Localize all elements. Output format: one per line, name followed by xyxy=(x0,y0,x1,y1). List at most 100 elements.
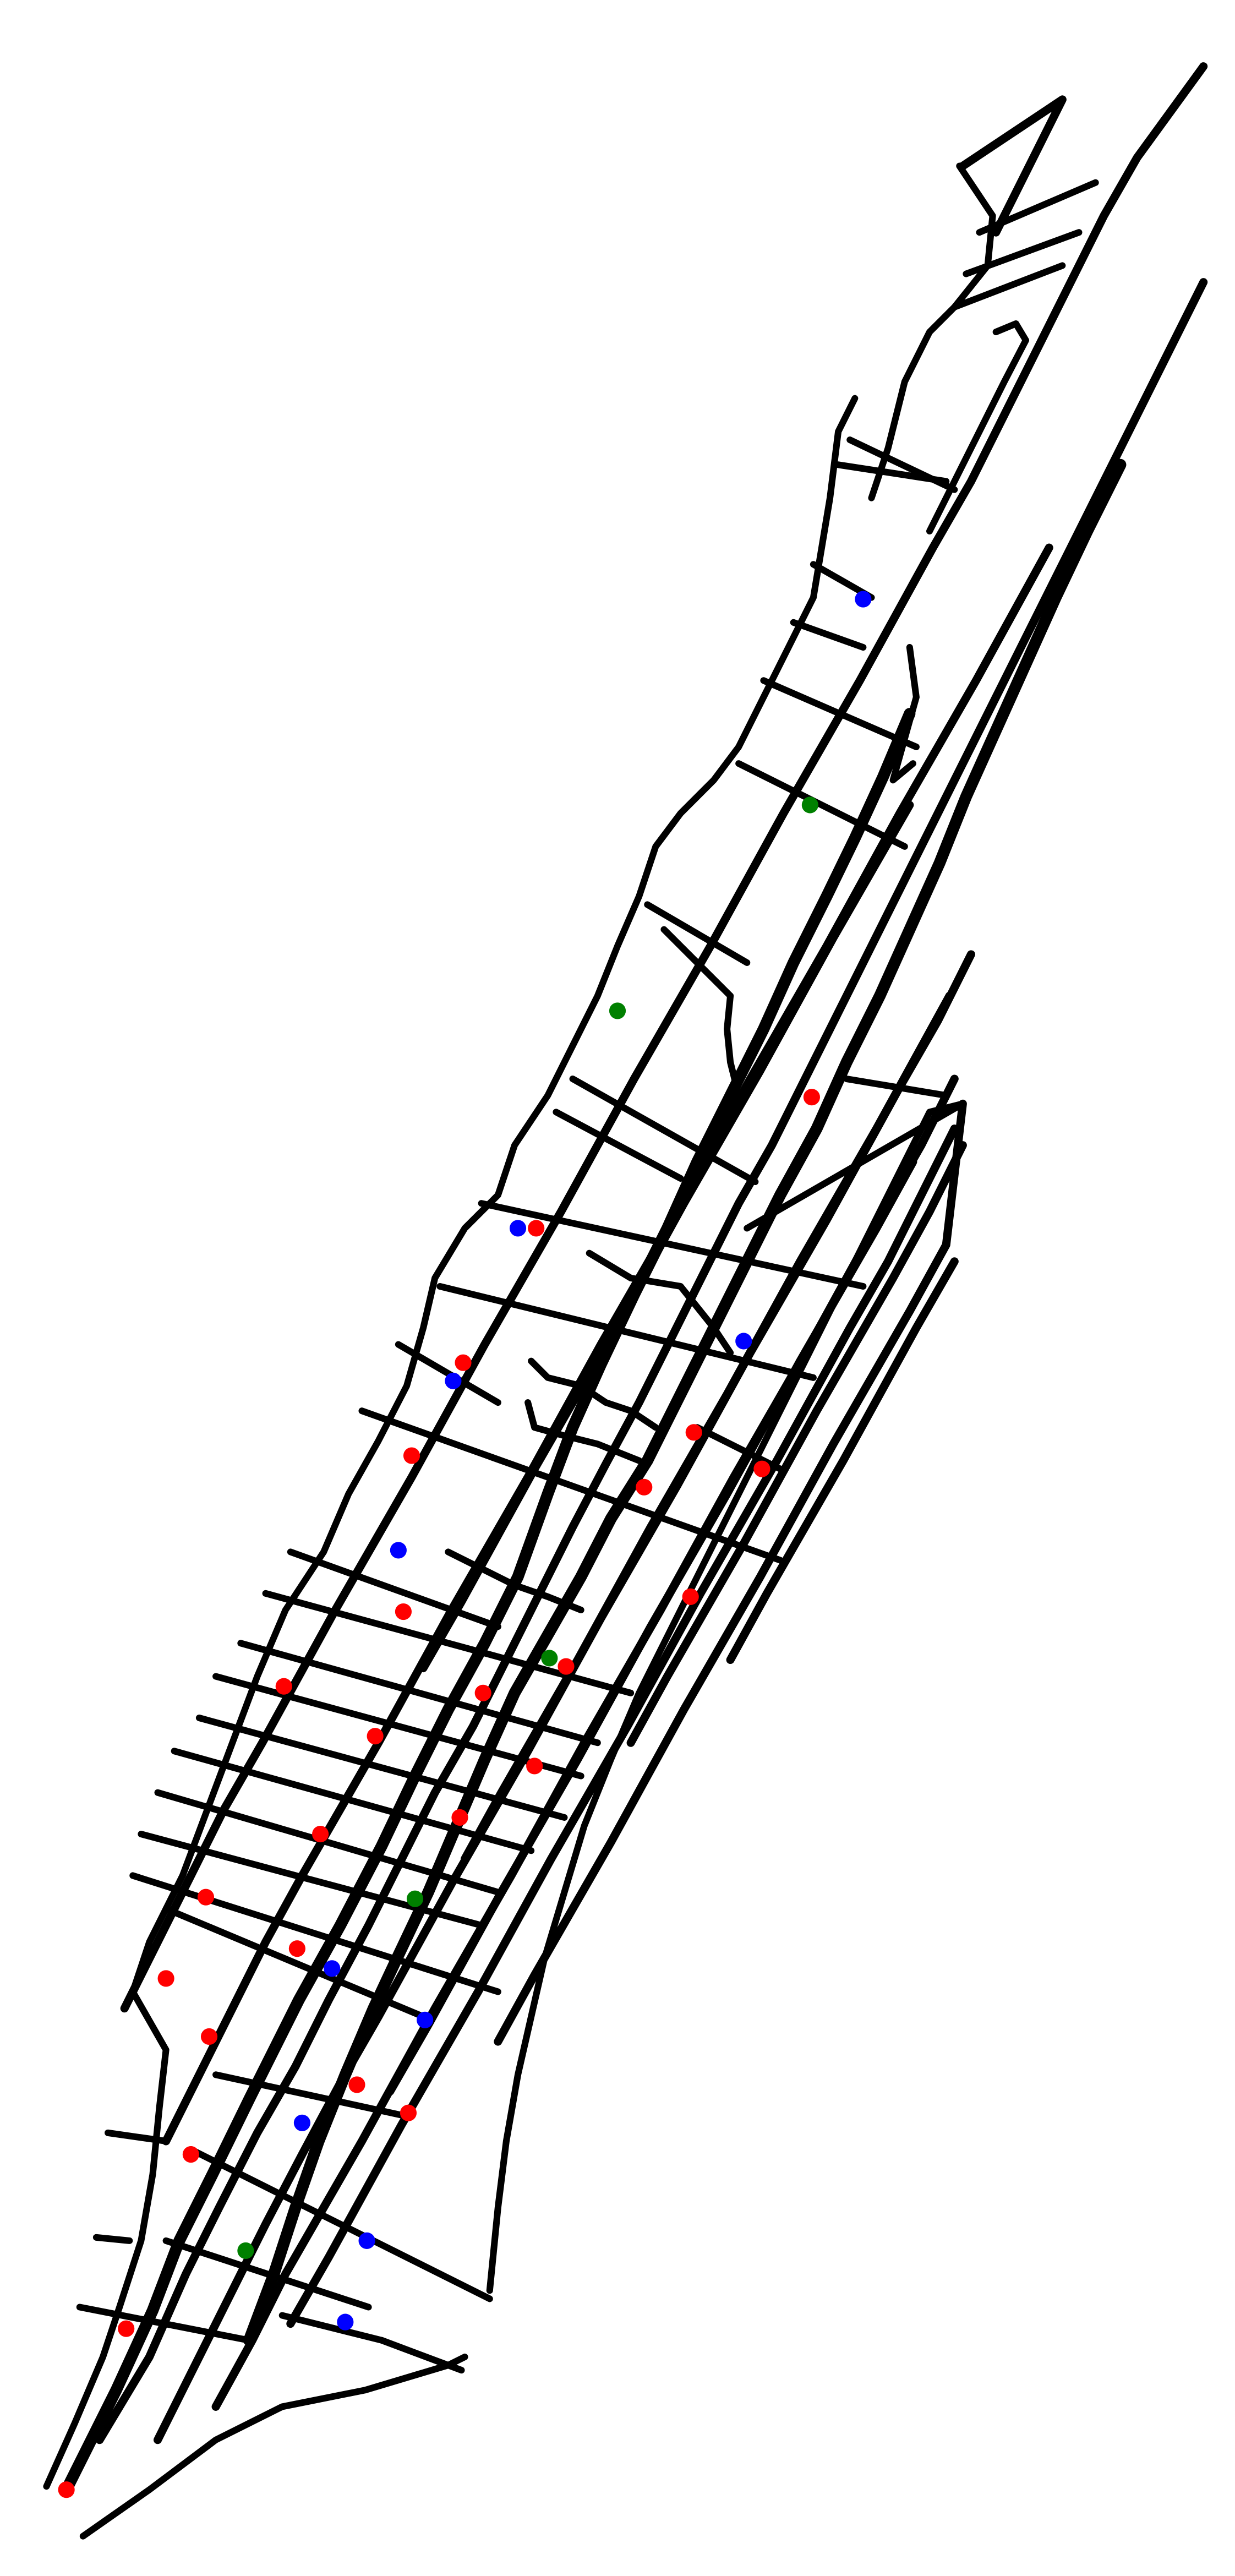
cross-street-27 xyxy=(212,2071,410,2120)
cross-street-10 xyxy=(644,901,751,966)
red-marker xyxy=(455,1354,472,1371)
blue-marker xyxy=(735,1333,752,1350)
cross-street-2 xyxy=(963,229,1083,277)
red-marker xyxy=(528,1220,545,1237)
red-marker xyxy=(753,1460,770,1477)
cross-street-15 xyxy=(395,1341,501,1406)
cross-street-19 xyxy=(237,1640,601,1747)
red-marker xyxy=(312,1826,329,1843)
park-drive-east xyxy=(724,992,742,1099)
avenue-m xyxy=(958,95,1067,237)
red-marker xyxy=(157,1970,174,1987)
cross-street-3 xyxy=(951,262,1066,310)
red-marker xyxy=(275,1678,292,1695)
cross-street-20 xyxy=(212,1673,584,1780)
green-markers xyxy=(237,796,818,2260)
cross-street-25 xyxy=(129,1872,501,1995)
cross-street-29 xyxy=(162,2237,372,2311)
cross-street-14 xyxy=(436,1282,817,1381)
broadway xyxy=(243,459,1127,2346)
red-marker xyxy=(400,2104,417,2121)
cross-street-7 xyxy=(790,619,867,651)
perimeter-streets xyxy=(43,162,1029,2540)
cross-street-11 xyxy=(569,1076,759,1186)
east-side-drive xyxy=(486,1100,966,2294)
cross-street-33 xyxy=(378,2337,465,2374)
park-drive-north xyxy=(586,1249,734,1356)
cross-street-28 xyxy=(187,2146,493,2302)
red-marker xyxy=(348,2076,365,2093)
cross-street-34 xyxy=(278,2312,385,2344)
green-marker xyxy=(541,1650,558,1667)
blue-marker xyxy=(445,1372,462,1389)
red-markers xyxy=(58,1089,820,2498)
blue-marker xyxy=(855,591,872,608)
avenue-i xyxy=(460,991,954,1863)
park-drive-south xyxy=(528,1357,659,1431)
avenue-a xyxy=(95,278,1208,2444)
blue-marker xyxy=(337,2313,354,2331)
red-marker xyxy=(451,1809,468,1826)
blue-marker xyxy=(417,2011,434,2028)
cross-street-23 xyxy=(154,1789,501,1896)
red-marker xyxy=(636,1478,653,1496)
cross-street-9 xyxy=(735,760,908,850)
blue-markers xyxy=(293,591,872,2331)
blue-marker xyxy=(293,2114,311,2131)
cross-street-21 xyxy=(195,1714,568,1821)
east-perimeter xyxy=(79,2353,468,2540)
avenue-g xyxy=(419,800,914,1673)
cross-street-13 xyxy=(478,1200,867,1290)
avenue-k xyxy=(494,1099,967,2046)
red-marker xyxy=(526,1758,543,1775)
red-marker xyxy=(803,1089,820,1106)
park-drive-lower xyxy=(445,1548,584,1614)
cross-street-24 xyxy=(138,1831,485,1929)
red-marker xyxy=(367,1728,384,1745)
cross-street-18 xyxy=(262,1590,635,1696)
red-marker xyxy=(395,1603,412,1620)
red-marker xyxy=(200,2028,218,2045)
red-marker xyxy=(403,1447,420,1464)
red-marker xyxy=(685,1424,702,1441)
red-marker xyxy=(182,2146,199,2163)
blue-marker xyxy=(324,1960,341,1977)
red-marker xyxy=(118,2320,135,2337)
red-marker xyxy=(197,1889,215,1906)
park-drive-transverse xyxy=(524,1399,643,1464)
avenue-f xyxy=(120,62,1208,2013)
cross-street-37 xyxy=(843,1076,950,1099)
cross-street-12 xyxy=(553,1109,684,1182)
green-marker xyxy=(406,1890,424,1907)
red-marker xyxy=(288,1940,305,1957)
cross-street-32 xyxy=(92,2234,133,2244)
red-marker xyxy=(682,1588,699,1605)
green-marker xyxy=(801,796,818,814)
avenue-h xyxy=(626,1141,967,1747)
cross-street-22 xyxy=(171,1748,535,1854)
cross-street-36 xyxy=(744,1100,966,1232)
park-drives xyxy=(445,926,742,1614)
cross-street-8 xyxy=(760,677,920,750)
green-marker xyxy=(609,1002,626,1019)
cross-street-26 xyxy=(162,1905,427,2020)
park-drive-upper xyxy=(660,926,734,1000)
cross-street-17 xyxy=(287,1548,501,1630)
cross-street-5 xyxy=(835,461,950,485)
red-marker xyxy=(558,1658,575,1675)
cross-streets xyxy=(76,179,1099,2374)
green-marker xyxy=(237,2242,254,2260)
red-marker xyxy=(58,2481,75,2498)
blue-marker xyxy=(390,1542,407,1559)
cross-street-16 xyxy=(358,1407,784,1564)
west-side-highway xyxy=(61,708,916,2496)
red-marker xyxy=(474,1684,491,1701)
northeast-loop xyxy=(926,320,1029,534)
cross-street-31 xyxy=(105,2129,170,2144)
cross-street-30 xyxy=(76,2304,253,2344)
blue-marker xyxy=(509,1220,527,1237)
west-perimeter xyxy=(43,395,859,2490)
cross-street-1 xyxy=(976,179,1099,236)
